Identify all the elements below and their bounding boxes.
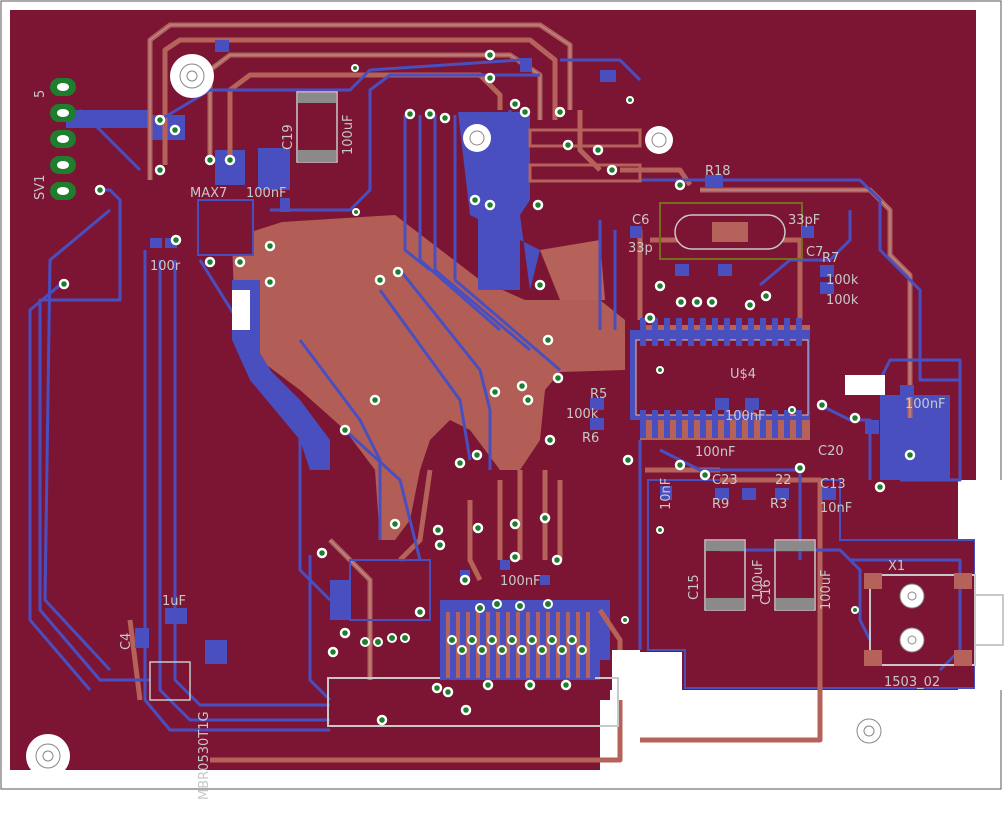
top-copper-pour [232,215,625,540]
keepout-areas [232,290,1005,700]
label-c4: C4 [119,633,134,650]
silkscreen-labels: 5 SV1 100uF C19 MAX7 100nF 100r C6 33p 3… [33,90,946,800]
label-diode: MBR0530T1G [197,711,212,800]
smd-pads [150,40,914,585]
label-c-10nf: 10nF [659,478,674,510]
u4-pins [640,318,802,438]
label-c-100nf-b: 100nF [905,397,946,412]
label-x1-part: 1503_02 [884,675,940,690]
label-r-100r: 100r [150,259,181,274]
label-r18: R18 [705,164,731,179]
electrolytic-cap-pads [298,93,814,610]
label-c20: C20 [818,444,844,459]
header-sv1 [50,78,76,200]
fpc-connector [327,559,619,727]
label-c7-value: 33pF [788,213,820,228]
vias [58,49,916,726]
label-r9: R9 [712,497,729,512]
label-c15-value: 100uF [751,559,766,600]
label-r7-value: 100k [826,273,859,288]
header-pads-top [528,128,642,183]
label-r6: R6 [582,431,599,446]
label-conn-pin5: 5 [33,90,48,98]
mounting-holes [26,54,891,778]
label-c15: C15 [687,574,702,600]
label-r3: R3 [770,497,787,512]
connector-pad-vias [360,599,587,655]
label-sv1: SV1 [33,175,48,200]
label-c6: C6 [632,213,649,228]
label-c22: 22 [775,473,792,488]
label-r5-value: 100k [566,407,599,422]
label-c13-value: 10nF [820,501,852,516]
diode-footprint [135,608,227,701]
label-x1: X1 [888,559,905,574]
crystal-footprint [659,202,803,260]
label-c13: C13 [820,477,846,492]
label-c-100nf-d: 100nF [725,409,766,424]
label-c23: C23 [712,473,738,488]
label-max-cap: 100nF [246,186,287,201]
label-c-100nf-c: 100nF [500,574,541,589]
label-c19-value: 100uF [341,114,356,155]
label-c16-value: 100uF [819,569,834,610]
label-c-100nf-a: 100nF [695,445,736,460]
audio-jack-footprint [864,573,1004,666]
trace-outlines [149,24,911,680]
label-u4: U$4 [730,367,756,382]
label-c7: C7 [806,245,823,260]
label-c-1uf: 1uF [162,594,186,609]
label-c16: C16 [759,579,774,605]
board-outline [0,0,1002,790]
label-r-100k: 100k [826,293,859,308]
label-r7: R7 [822,251,839,266]
label-max-ic: MAX7 [190,186,227,201]
top-copper-pour-2 [540,240,605,300]
label-r5: R5 [590,387,607,402]
label-c6-value: 33p [628,241,653,256]
label-c19: C19 [281,124,296,150]
bottom-traces [28,58,962,732]
